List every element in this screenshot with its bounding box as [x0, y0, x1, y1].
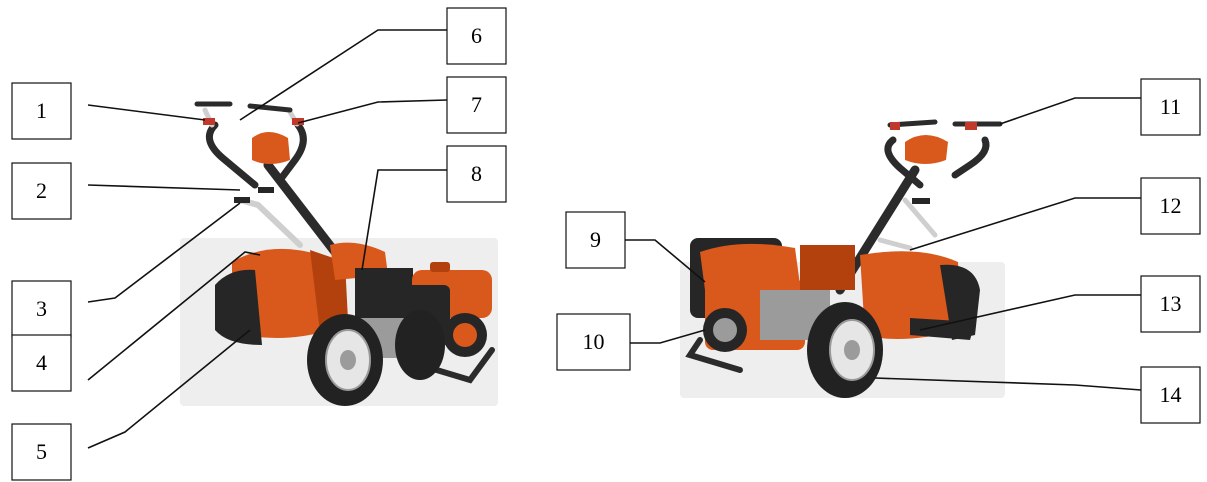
callout-4: 4	[11, 334, 72, 392]
callout-10-label: 10	[583, 329, 605, 354]
callout-3-label: 3	[36, 296, 47, 321]
tiller-rear-view	[680, 119, 1005, 398]
callout-13: 13	[1140, 275, 1201, 333]
tiller-front-view	[180, 101, 498, 406]
leader-5	[87, 329, 251, 449]
leader-10	[630, 329, 706, 344]
leader-2	[87, 184, 241, 191]
leader-4	[87, 251, 261, 381]
callout-1: 1	[11, 82, 72, 140]
callout-14: 14	[1140, 366, 1201, 424]
callout-9: 9	[565, 211, 626, 269]
leader-12	[909, 197, 1141, 251]
callout-8-label: 8	[471, 161, 482, 186]
callout-9-label: 9	[590, 227, 601, 252]
leader-8	[361, 169, 447, 271]
callout-10: 10	[556, 313, 631, 371]
leader-11	[999, 97, 1141, 125]
callout-14-label: 14	[1160, 382, 1182, 407]
callout-13-label: 13	[1160, 291, 1182, 316]
callout-2-label: 2	[36, 178, 47, 203]
callout-3: 3	[11, 280, 72, 338]
callout-6-label: 6	[471, 23, 482, 48]
leader-1	[87, 104, 206, 121]
callout-5-label: 5	[36, 439, 47, 464]
callout-11: 11	[1140, 78, 1201, 136]
callout-7: 7	[446, 76, 507, 134]
callout-7-label: 7	[471, 92, 482, 117]
callout-1-label: 1	[36, 98, 47, 123]
callout-2: 2	[11, 162, 72, 220]
leader-6	[239, 29, 447, 121]
leader-14	[874, 377, 1142, 391]
leader-3	[87, 202, 241, 303]
callout-11-label: 11	[1160, 94, 1181, 119]
callout-8: 8	[446, 145, 507, 203]
callout-4-label: 4	[36, 350, 47, 375]
leader-7	[297, 99, 448, 124]
callout-12-label: 12	[1160, 193, 1182, 218]
leader-lines	[87, 29, 1142, 449]
callout-12: 12	[1140, 177, 1201, 235]
leader-9	[625, 239, 706, 283]
callout-6: 6	[446, 7, 507, 65]
callout-5: 5	[11, 423, 72, 481]
leader-13	[919, 294, 1141, 331]
